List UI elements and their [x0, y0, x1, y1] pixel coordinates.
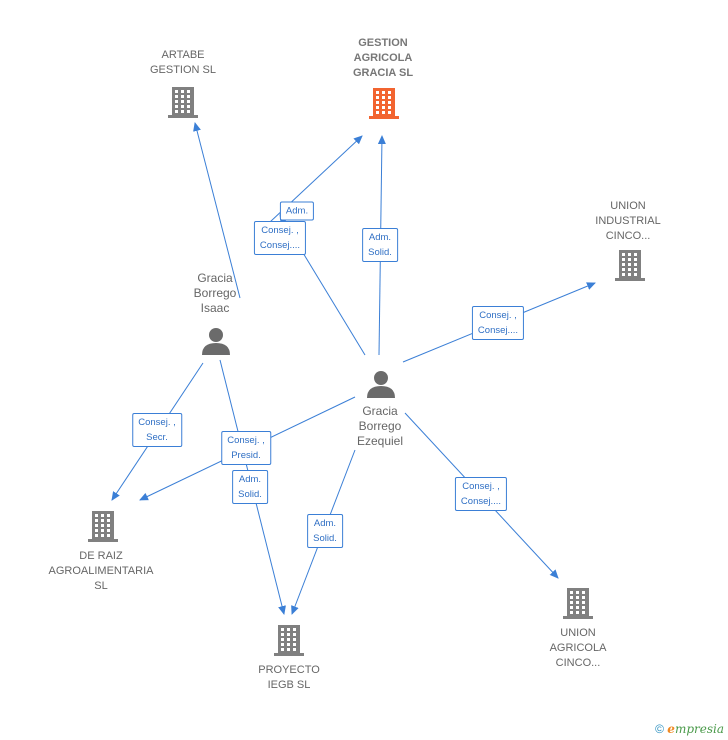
edge-label-isaac-de-raiz: Consej. , Secr. [132, 413, 182, 447]
copyright-icon: © [655, 722, 664, 736]
brand-name: mpresia [674, 722, 724, 736]
person-icon-isaac[interactable] [202, 328, 230, 355]
company-label-artabe[interactable]: ARTABE GESTION SL [149, 49, 217, 76]
company-label-de-raiz[interactable]: DE RAIZ AGROALIMENTARIA SL [48, 550, 154, 592]
person-label-ezequiel[interactable]: Gracia Borrego Ezequiel [356, 404, 404, 448]
company-label-union-industrial[interactable]: UNION INDUSTRIAL CINCO... [595, 200, 661, 242]
person-icon-ezequiel[interactable] [367, 371, 395, 398]
building-icon-union-agricola[interactable] [563, 588, 593, 619]
edge-label-ezequiel-de-raiz: Consej. , Presid. [221, 431, 271, 465]
edge-label-ezequiel-gestion: Adm. Solid. [362, 228, 398, 262]
icons [88, 87, 645, 656]
person-label-isaac[interactable]: Gracia Borrego Isaac [193, 271, 237, 315]
brand-watermark: © empresia [655, 722, 724, 736]
company-label-proyecto[interactable]: PROYECTO IEGB SL [258, 664, 320, 691]
building-icon-union-industrial[interactable] [615, 250, 645, 281]
edges [111, 122, 596, 615]
building-icon-gestion-agricola[interactable] [369, 88, 399, 119]
edge-label-isaac-gestion: Adm. [279, 201, 315, 221]
building-icon-proyecto[interactable] [274, 625, 304, 656]
building-icon-artabe[interactable] [168, 87, 198, 118]
edge-label-isaac-artabe: Consej. , Consej.... [253, 221, 307, 255]
brand-e: e [667, 722, 675, 736]
edge-label-ezequiel-union-industrial: Consej. , Consej.... [471, 306, 525, 340]
company-label-gestion-agricola[interactable]: GESTION AGRICOLA GRACIA SL [352, 37, 414, 79]
building-icon-de-raiz[interactable] [88, 511, 118, 542]
edge-label-ezequiel-proyecto: Adm. Solid. [307, 514, 343, 548]
edge-label-ezequiel-union-agricola: Consej. , Consej.... [454, 477, 508, 511]
edge-label-isaac-proyecto: Adm. Solid. [232, 470, 268, 504]
company-label-union-agricola[interactable]: UNION AGRICOLA CINCO... [549, 627, 607, 669]
edge-isaac-artabe [193, 122, 241, 299]
